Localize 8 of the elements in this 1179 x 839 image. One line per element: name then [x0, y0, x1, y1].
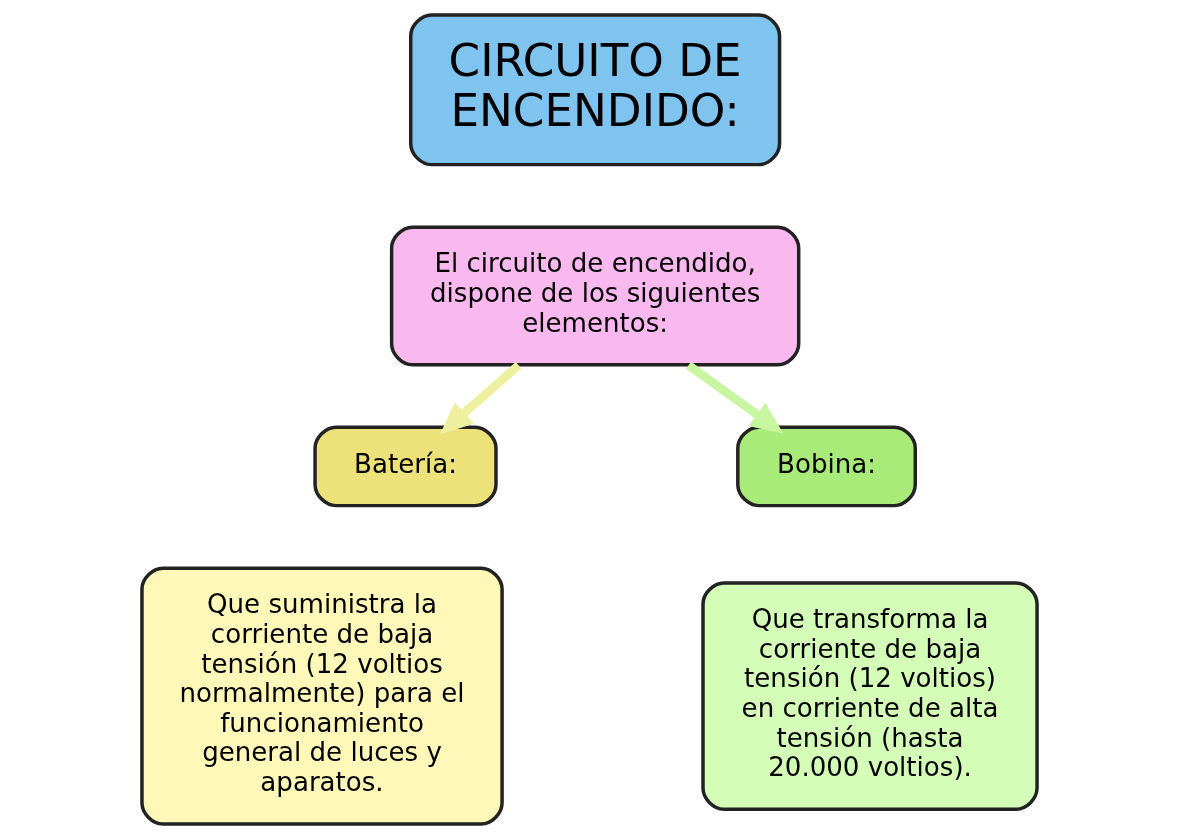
arrow	[686, 361, 784, 434]
node-box: Batería:	[313, 425, 498, 508]
node-box: El circuito de encendido, dispone de los siguientes elementos:	[389, 225, 801, 367]
node-box: Que suministra la corriente de baja tensión (12 voltios normalmente) para el funcionamiento general de luces y aparatos.	[140, 566, 504, 826]
node-box: Bobina:	[736, 425, 917, 508]
node-box: Que transforma la corriente de baja tensión (12 voltios) en corriente de alta tensión (hasta 20.000 voltios).	[701, 581, 1039, 811]
arrow	[439, 361, 522, 435]
node-box: CIRCUITO DE ENCENDIDO:	[409, 13, 782, 167]
